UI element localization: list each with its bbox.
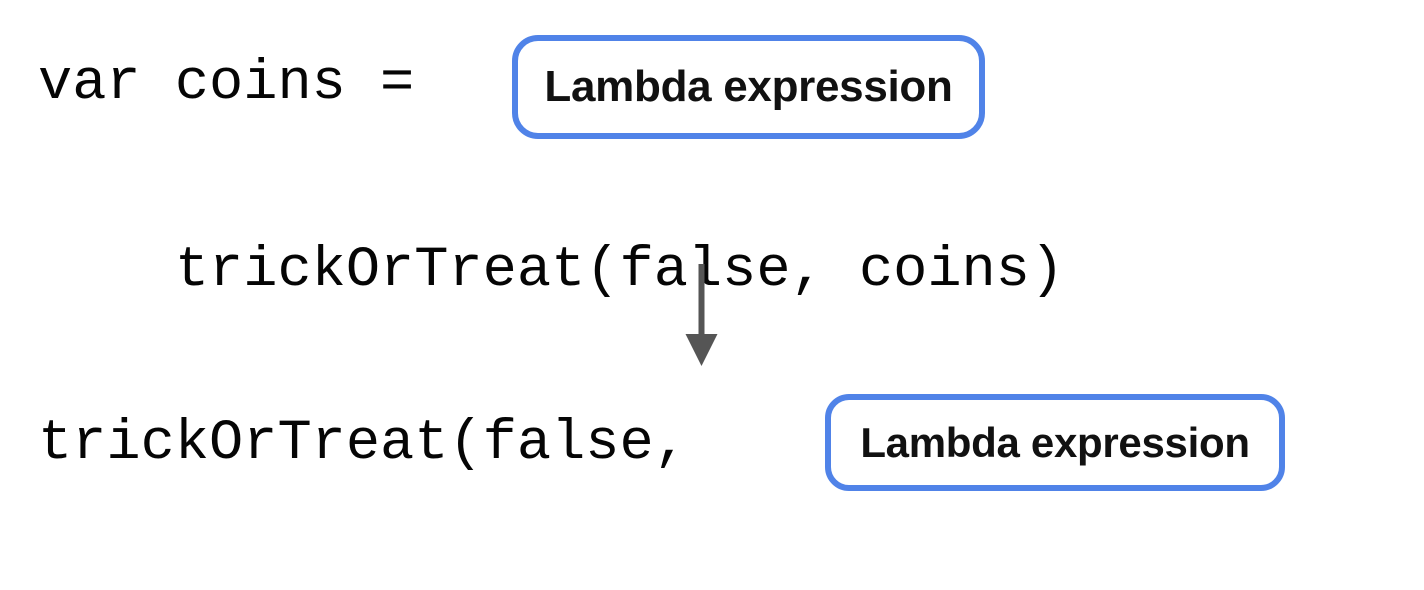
badge-lambda-expression-inline[interactable]: Lambda expression	[825, 394, 1285, 491]
badge-label: Lambda expression	[544, 62, 953, 111]
code-line-before-declaration: var coins =	[38, 56, 448, 113]
code-fragment-trickortreat-call-prefix: trickOrTreat(false,	[38, 412, 723, 476]
code-fragment-trickortreat-call-with-coins: trickOrTreat(false, coins)	[174, 239, 1065, 303]
transform-arrow-down-icon	[660, 258, 750, 378]
code-line-before-call: trickOrTreat(false, coins)	[38, 186, 1064, 357]
code-line-after-call-tail: )	[1288, 416, 1424, 587]
code-line-after-call: trickOrTreat(false,	[38, 416, 722, 473]
code-fragment-var-coins-assign: var coins =	[38, 52, 449, 116]
diagram-canvas: var coins = Lambda expression trickOrTre…	[38, 35, 1285, 491]
badge-label: Lambda expression	[860, 418, 1250, 466]
badge-lambda-expression-assigned[interactable]: Lambda expression	[512, 35, 985, 139]
